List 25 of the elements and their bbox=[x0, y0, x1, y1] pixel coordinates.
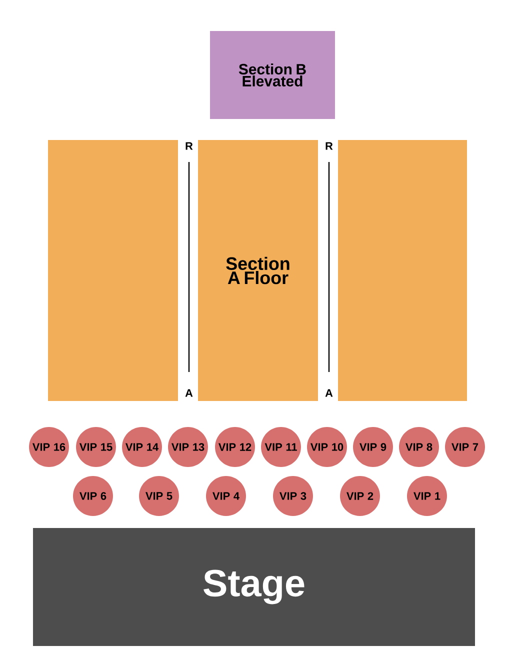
section-block: Section B Elevated bbox=[210, 31, 335, 119]
vip-table: VIP 12 bbox=[215, 427, 255, 467]
vip-table: VIP 15 bbox=[76, 427, 116, 467]
vip-table: VIP 2 bbox=[340, 476, 380, 516]
vip-table: VIP 9 bbox=[353, 427, 393, 467]
vip-table: VIP 11 bbox=[261, 427, 301, 467]
vip-table: VIP 4 bbox=[206, 476, 246, 516]
row-letter: R bbox=[186, 142, 193, 150]
row-letter: A bbox=[325, 389, 333, 397]
row-letter: A bbox=[185, 389, 193, 397]
vip-table: VIP 16 bbox=[29, 427, 69, 467]
floor-section-block: Section A Floor bbox=[198, 140, 318, 401]
row-letter: R bbox=[326, 142, 333, 150]
vip-table: VIP 1 bbox=[407, 476, 447, 516]
floor-section-block bbox=[48, 140, 178, 401]
vip-table: VIP 8 bbox=[399, 427, 439, 467]
floor-section-block bbox=[338, 140, 467, 401]
vip-table: VIP 10 bbox=[307, 427, 347, 467]
vip-table: VIP 3 bbox=[273, 476, 313, 516]
vip-table: VIP 5 bbox=[139, 476, 179, 516]
vip-table: VIP 14 bbox=[122, 427, 162, 467]
stage: Stage bbox=[33, 528, 475, 646]
vip-table: VIP 6 bbox=[73, 476, 113, 516]
vip-table: VIP 13 bbox=[168, 427, 208, 467]
vip-table: VIP 7 bbox=[445, 427, 485, 467]
